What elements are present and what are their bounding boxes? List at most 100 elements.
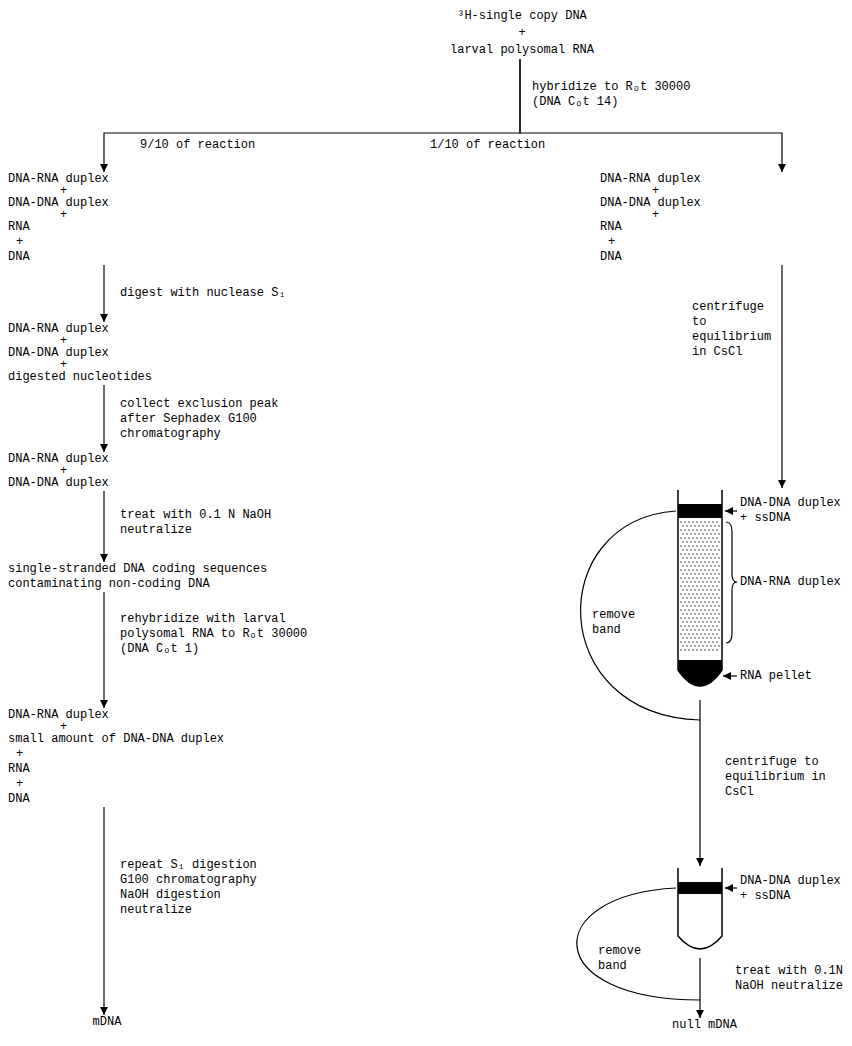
stipple-dot	[706, 525, 707, 526]
flow-arrow	[104, 59, 520, 172]
stipple-dot	[718, 645, 719, 646]
stipple-dot	[696, 609, 697, 610]
stipple-dot	[696, 537, 697, 538]
stipple-dot	[712, 537, 713, 538]
step-text-stack: DNA-RNA duplex+DNA-DNA duplex+digested n…	[8, 322, 192, 385]
stipple-dot	[688, 585, 689, 586]
stipple-dot	[694, 645, 695, 646]
stipple-dot	[718, 613, 719, 614]
step-text: DNA-RNA duplex	[600, 172, 794, 187]
stipple-dot	[714, 565, 715, 566]
stipple-dot	[710, 549, 711, 550]
stipple-dot	[706, 613, 707, 614]
stipple-dot	[682, 581, 683, 582]
step-text: DNA-DNA duplex	[600, 196, 794, 211]
stipple-dot	[686, 525, 687, 526]
stipple-dot	[680, 537, 681, 538]
step-text: +	[600, 235, 794, 250]
stipple-dot	[702, 613, 703, 614]
stipple-dot	[708, 537, 709, 538]
stipple-dot	[680, 649, 681, 650]
stipple-dot	[700, 625, 701, 626]
stipple-dot	[702, 549, 703, 550]
stipple-dot	[710, 525, 711, 526]
stipple-dot	[688, 601, 689, 602]
stipple-dot	[682, 637, 683, 638]
stipple-dot	[694, 581, 695, 582]
step-label: digest with nuclease S₁	[120, 286, 293, 301]
stipple-dot	[712, 577, 713, 578]
stipple-dot	[704, 609, 705, 610]
stipple-dot	[710, 565, 711, 566]
stipple-dot	[706, 605, 707, 606]
stipple-dot	[682, 613, 683, 614]
stipple-dot	[686, 581, 687, 582]
stipple-dot	[708, 521, 709, 522]
stipple-dot	[684, 537, 685, 538]
stipple-dot	[716, 529, 717, 530]
stipple-dot	[688, 593, 689, 594]
stipple-dot	[710, 533, 711, 534]
stipple-dot	[706, 637, 707, 638]
stipple-dot	[704, 521, 705, 522]
stipple-dot	[706, 645, 707, 646]
step-text: +	[8, 211, 124, 220]
stipple-dot	[716, 625, 717, 626]
stipple-dot	[684, 617, 685, 618]
stipple-dot	[688, 577, 689, 578]
stipple-dot	[702, 533, 703, 534]
stipple-dot	[688, 609, 689, 610]
stipple-dot	[710, 621, 711, 622]
stipple-dot	[688, 553, 689, 554]
step-text: DNA-RNA duplex	[8, 708, 252, 723]
stipple-dot	[684, 633, 685, 634]
step-text-stack: DNA-RNA duplex+DNA-DNA duplex+RNA+DNA	[8, 172, 124, 265]
stipple-dot	[694, 605, 695, 606]
stipple-dot	[696, 553, 697, 554]
stipple-dot	[698, 525, 699, 526]
stipple-dot	[682, 597, 683, 598]
step-label: centrifuge to equilibrium in CsCl	[725, 755, 826, 800]
stipple-dot	[694, 541, 695, 542]
rna-pellet	[678, 660, 722, 686]
stipple-dot	[680, 633, 681, 634]
step-text: +	[8, 777, 252, 792]
stipple-dot	[700, 617, 701, 618]
step-label: rehybridize with larval polysomal RNA to…	[120, 612, 314, 657]
stipple-dot	[702, 581, 703, 582]
flow-arrow	[103, 385, 104, 452]
stipple-dot	[712, 561, 713, 562]
step-label: collect exclusion peak after Sephadex G1…	[120, 397, 286, 442]
stipple-dot	[696, 601, 697, 602]
flow-arrow	[103, 807, 104, 1015]
stipple-dot	[682, 533, 683, 534]
stipple-dot	[682, 621, 683, 622]
stipple-dot	[704, 577, 705, 578]
stipple-dot	[708, 593, 709, 594]
stipple-dot	[706, 573, 707, 574]
stipple-dot	[680, 521, 681, 522]
stipple-dot	[716, 569, 717, 570]
stipple-dot	[698, 605, 699, 606]
stipple-dot	[696, 617, 697, 618]
remove-band-arc	[577, 888, 700, 1000]
stipple-dot	[704, 529, 705, 530]
stipple-dot	[694, 597, 695, 598]
stipple-dot	[712, 585, 713, 586]
stipple-dot	[716, 561, 717, 562]
stipple-dot	[684, 649, 685, 650]
step-label: repeat S₁ digestion G100 chromatography …	[120, 858, 264, 918]
note-label: remove band	[592, 608, 642, 638]
stipple-dot	[712, 617, 713, 618]
stipple-dot	[686, 637, 687, 638]
stipple-dot	[692, 649, 693, 650]
step-text: digested nucleotides	[8, 370, 192, 385]
stipple-dot	[702, 605, 703, 606]
stipple-dot	[682, 549, 683, 550]
stipple-dot	[700, 553, 701, 554]
step-text: larval polysomal RNA	[420, 42, 624, 59]
stipple-dot	[716, 593, 717, 594]
step-text: +	[600, 187, 794, 196]
stipple-dot	[696, 641, 697, 642]
stipple-dot	[688, 529, 689, 530]
